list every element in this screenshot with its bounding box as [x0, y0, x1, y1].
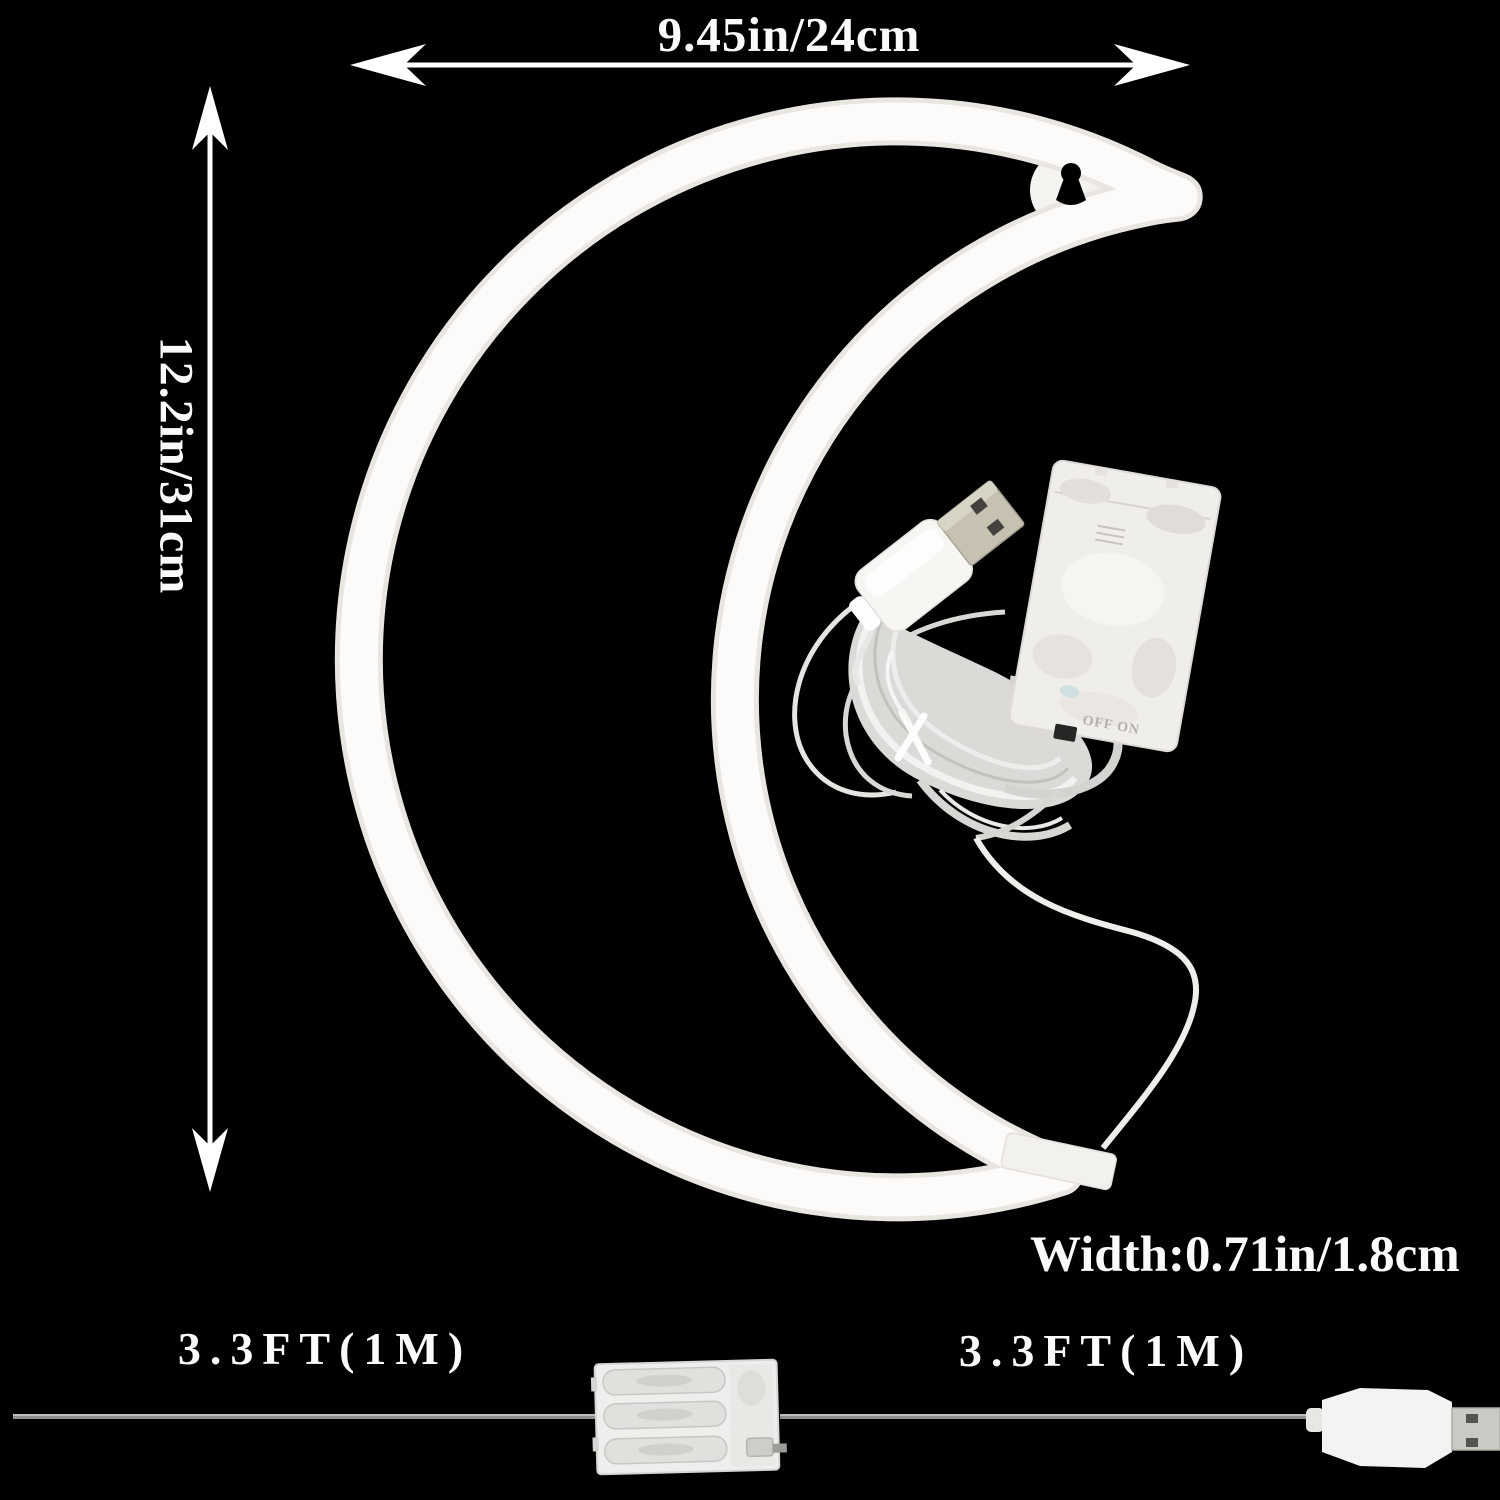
cable-left-segment	[13, 1414, 598, 1419]
bottom-cable-diagram	[13, 1358, 1500, 1476]
vent-lines-icon	[1095, 524, 1126, 546]
height-dimension-label: 12.2in/31cm	[149, 336, 203, 595]
cable-right-segment	[780, 1414, 1308, 1419]
moon-neon-sign	[334, 97, 1203, 1222]
wire-to-moon	[973, 836, 1200, 1150]
cable-length-right-label: 3.3FT(1M)	[958, 1325, 1254, 1376]
width-dimension-label: 9.45in/24cm	[657, 7, 921, 62]
cable-coil	[792, 597, 1200, 1150]
battery-box: OFF ON	[1008, 459, 1222, 753]
width-dimension-arrow	[350, 44, 1190, 86]
keyhole-icon	[1056, 163, 1086, 205]
usb-connector-icon	[849, 480, 1025, 686]
height-dimension-arrow	[192, 86, 228, 1192]
usb-plug-body	[1322, 1388, 1452, 1468]
tube-width-label: Width:0.71in/1.8cm	[1030, 1227, 1460, 1283]
moon-tube-core	[339, 102, 1198, 1217]
battery-pack	[590, 1358, 787, 1476]
arrow-left-icon	[350, 44, 426, 86]
tube-end-cap	[1000, 1132, 1117, 1191]
coil-tie	[885, 651, 932, 766]
pack-connector	[745, 1437, 774, 1458]
usb-plug-icon	[1306, 1388, 1500, 1468]
arrow-up-icon	[192, 86, 228, 150]
arrow-right-icon	[1114, 44, 1190, 86]
arrow-down-icon	[192, 1128, 228, 1192]
cable-length-left-label: 3.3FT(1M)	[177, 1323, 473, 1374]
power-switch	[1053, 723, 1078, 742]
